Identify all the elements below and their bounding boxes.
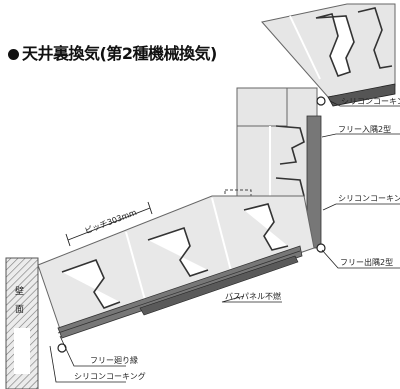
silicone-caulking-label-top: シリコンコーキング <box>341 96 400 106</box>
free-outer-corner-label: フリー出隅2型 <box>340 257 393 267</box>
wall-label-2: 面 <box>15 304 24 315</box>
wall <box>5 257 39 389</box>
silicone-caulking-label-mid: シリコンコーキング <box>338 193 400 203</box>
silicone-caulking-label-bottom: シリコンコーキング <box>74 371 146 381</box>
free-inner-corner-label: フリー入隅2型 <box>338 125 391 134</box>
wall-label-1: 壁 <box>15 285 24 297</box>
leader-lines <box>49 100 400 383</box>
main-ceiling-panel <box>37 195 315 353</box>
upper-ceiling-panel <box>261 3 396 107</box>
diagram-title: 天井裏換気(第2種機械換気) <box>8 40 217 64</box>
pitch-dimension <box>65 201 153 247</box>
bath-panel-label: バスパネル不燃 <box>225 291 281 301</box>
bullet-icon <box>8 49 19 60</box>
free-edge-label: フリー廻り縁 <box>90 355 138 365</box>
